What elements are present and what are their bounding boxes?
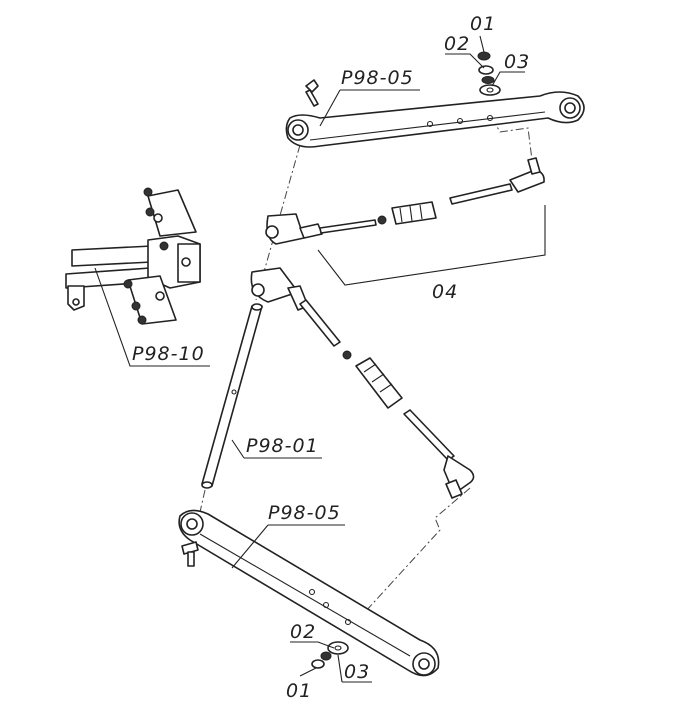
label-p98-10: P98-10	[132, 343, 205, 365]
bracket-assembly	[65, 187, 201, 325]
top-nut-washer-stack	[477, 51, 501, 96]
label-p98-01: P98-01	[246, 435, 319, 457]
label-leaders	[94, 35, 525, 683]
label-p98-05-top: P98-05	[341, 67, 414, 89]
top-link-assembly	[265, 157, 546, 286]
label-02-bottom: 02	[290, 621, 316, 643]
bottom-pin-icon	[181, 541, 199, 567]
label-02-top: 02	[444, 33, 470, 55]
top-pin-icon	[305, 79, 319, 107]
top-lower-link-arm	[285, 91, 585, 148]
lower-link-assembly	[250, 267, 475, 499]
lift-rod	[201, 303, 263, 489]
bottom-lower-link-arm	[178, 509, 440, 677]
label-03-bottom: 03	[344, 661, 370, 683]
label-p98-05-bottom: P98-05	[268, 502, 341, 524]
label-01-bottom: 01	[286, 680, 312, 702]
label-01-top: 01	[470, 13, 496, 35]
bottom-nut-washer-stack	[311, 641, 349, 669]
label-04: 04	[432, 281, 458, 303]
label-03-top: 03	[504, 51, 530, 73]
